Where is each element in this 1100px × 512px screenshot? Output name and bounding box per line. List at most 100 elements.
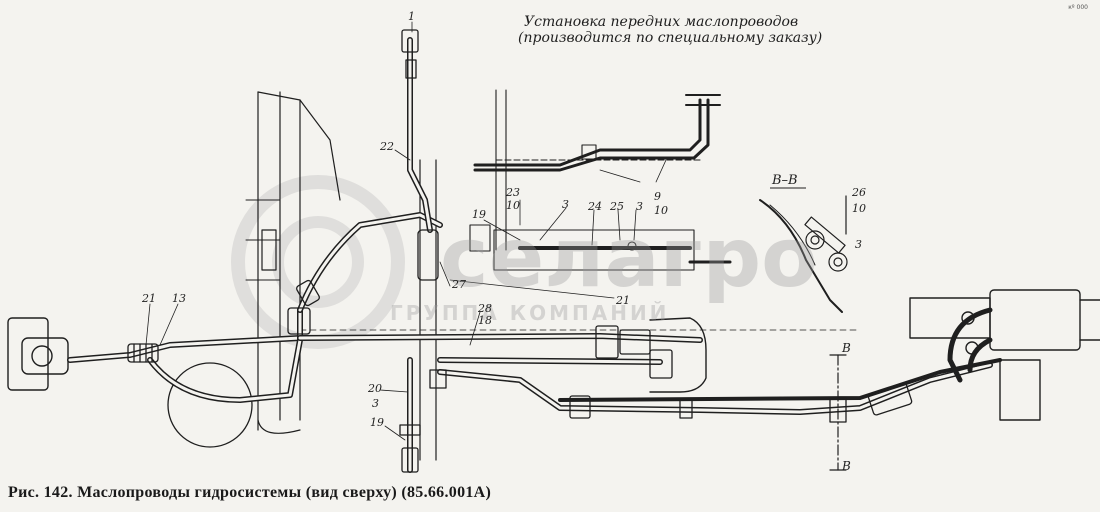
coupling [127,343,159,363]
frame-line [299,99,341,201]
pipe-inner [408,38,432,232]
watermark-ring-inner [272,216,364,308]
section-pipe-bore [810,235,820,245]
section-line-b [829,354,847,471]
pump-housing [7,317,49,391]
callout-3-mid: 3 [636,200,643,213]
leader [591,209,595,246]
frame-line [257,91,301,101]
leader [145,303,151,346]
callout-25: 25 [609,200,624,213]
pump-cap [21,337,69,375]
inset-fitting [627,241,637,251]
frame-rib [245,199,281,281]
leader [394,149,411,161]
inset-clamp [581,144,597,160]
leader [449,279,615,299]
callout-23: 23 [505,186,520,199]
section-plate-edge [769,204,816,266]
coupling [569,395,591,419]
callout-1: 1 [408,10,415,23]
coupling [595,325,619,359]
front-lines-inset [469,89,732,271]
cylinder-rod [1079,299,1100,341]
cylinder-lower [999,359,1041,421]
inset-bracket [469,224,491,252]
pipe-inner [298,334,702,342]
pump-port [31,345,53,367]
leader [599,159,667,183]
frame-line [257,419,301,434]
callout-21-left: 21 [141,292,156,305]
left-wheel [167,362,253,448]
callout-3-low: 3 [372,397,379,410]
inset-pipe [473,98,702,167]
callout-9: 9 [654,190,661,203]
callout-3-section: 3 [855,238,862,251]
coupling [619,329,651,355]
callout-10-a: 10 [506,199,520,212]
section-clamp [804,216,846,254]
fitting [961,311,975,325]
couplings [127,29,913,473]
pipe-inner [438,363,992,414]
pipe-inner [148,308,302,402]
callout-20: 20 [367,382,382,395]
cylinder-body [909,297,991,339]
callout-21-right: 21 [615,294,630,307]
bracket [261,229,277,271]
callout-28: 28 [477,302,492,315]
cross-member [419,159,437,461]
leader [469,311,481,346]
clamp [429,369,447,389]
pipe-inner [438,358,662,364]
hose-right [947,307,993,383]
inset-title-line2: (производится по специальному заказу) [518,30,822,46]
right-cylinder [909,289,1100,421]
leader [483,219,521,241]
leader [539,207,567,241]
coupling [649,349,673,379]
leader [439,261,451,287]
watermark-subtitle: ГРУППА КОМПАНИЙ [390,301,669,325]
callout-24: 24 [587,200,602,213]
callout-26: 26 [851,186,866,199]
clamp [679,399,693,419]
section-mark-bottom: В [841,459,851,473]
cylinder-head [989,289,1081,351]
fitting [965,341,979,355]
callout-10-c: 10 [852,202,866,215]
leader [617,209,621,241]
section-bb-detail [759,195,848,313]
corner-mark: кº 000 [1068,4,1088,11]
leader [159,303,179,346]
inset-pipe [473,98,710,172]
watermark-brand: селагро [440,211,818,306]
inset-block [493,229,695,271]
section-pipe [828,252,848,272]
valve-block [417,229,439,281]
callout-3-top: 3 [562,198,569,211]
left-pump [7,317,69,391]
watermark [231,175,405,349]
coupling-rings [133,343,153,363]
top-fitting [401,29,419,53]
leader [633,209,637,241]
callout-19-low: 19 [370,416,384,429]
inset-title-line1: Установка передних маслопроводов [524,14,798,30]
figure-caption: Рис. 142. Маслопроводы гидросистемы (вид… [8,484,492,501]
inset-fitting [685,94,721,106]
frame-outline [245,91,861,461]
callout-22: 22 [379,140,394,153]
coupling [287,307,311,335]
section-pipe-bore [833,257,843,267]
coupling [867,382,913,416]
bottom-fitting [401,447,419,473]
leader-lines [145,21,667,441]
section-arrows [829,354,847,471]
callout-10-b: 10 [654,204,668,217]
callout-27: 27 [451,278,466,291]
clamp [399,424,421,436]
clamp [405,59,417,79]
